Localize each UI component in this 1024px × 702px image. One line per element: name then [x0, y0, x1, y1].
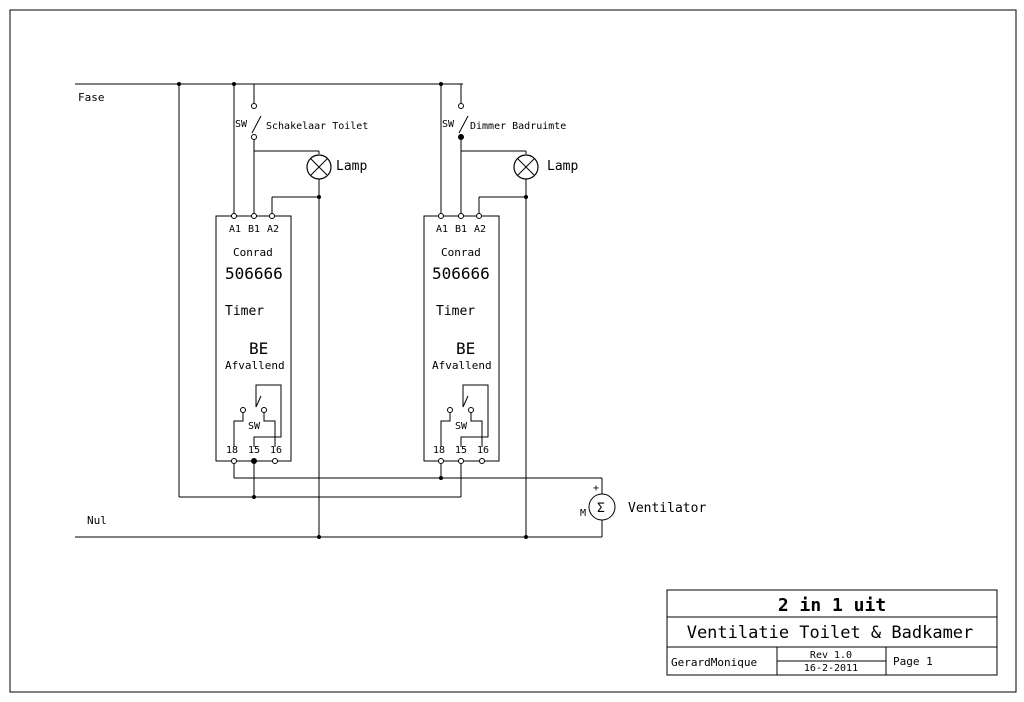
wire [460, 384, 489, 447]
lamp-icon [513, 154, 539, 180]
motor-plus: + [593, 483, 599, 494]
terminal-a2 [476, 213, 482, 219]
pin-label: 15 [455, 445, 467, 456]
pin-label: B1 [248, 224, 260, 235]
contact-blade [255, 395, 262, 408]
pin-label: A2 [474, 224, 486, 235]
timer-circuit-1: SW Schakelaar Toilet Lamp A1 B1 A2 Conra… [215, 84, 368, 537]
date: 16-2-2011 [804, 663, 858, 674]
timer-mode: BE [456, 339, 475, 358]
motor-letter: M [580, 508, 586, 519]
timer-type: Timer [225, 304, 264, 319]
terminal-16 [479, 458, 485, 464]
pin-label: B1 [455, 224, 467, 235]
terminal-b1 [458, 213, 464, 219]
switch-contact [458, 103, 464, 109]
motor-symbol: Σ [597, 501, 605, 516]
junction-dot [232, 82, 236, 86]
contact-blade [462, 395, 469, 408]
lamp-label-2: Lamp [547, 159, 578, 174]
timer-brand: Conrad [233, 246, 273, 259]
timer-part-number: 506666 [225, 264, 283, 283]
switch-contact [251, 134, 257, 140]
junction-dot [317, 535, 321, 539]
switch-code-1: SW [235, 119, 248, 130]
sheet-border [9, 9, 1017, 693]
switch-contact [458, 134, 464, 140]
pin-label: 18 [433, 445, 445, 456]
drawing-subtitle: Ventilatie Toilet & Badkamer [687, 623, 974, 643]
terminal-b1 [251, 213, 257, 219]
junction-dot [439, 82, 443, 86]
junction-dot [524, 535, 528, 539]
ventilator-motor: + Σ M Ventilator [580, 478, 706, 537]
junction-dot [177, 82, 181, 86]
wire [470, 413, 483, 447]
switch-code-2: SW [442, 119, 455, 130]
contact [468, 407, 474, 413]
author: GerardMonique [671, 656, 757, 669]
terminal-15 [458, 458, 464, 464]
contact-code: SW [248, 421, 261, 432]
terminal-a1 [438, 213, 444, 219]
pin-label: A2 [267, 224, 279, 235]
timer-mode-desc: Afvallend [225, 359, 285, 372]
title-block-frame [666, 589, 998, 676]
drawing-title: 2 in 1 uit [778, 595, 886, 616]
wire [440, 413, 451, 447]
timer-type: Timer [436, 304, 475, 319]
terminal-18 [231, 458, 237, 464]
title-block: 2 in 1 uit Ventilatie Toilet & Badkamer … [666, 589, 998, 676]
terminal-a2 [269, 213, 275, 219]
switch-blade [251, 115, 262, 134]
timer-brand: Conrad [441, 246, 481, 259]
switch-label-2: Dimmer Badruimte [470, 121, 566, 132]
wire [253, 384, 282, 447]
switch-contact [251, 103, 257, 109]
contact [261, 407, 267, 413]
lamp-icon [306, 154, 332, 180]
pin-label: A1 [229, 224, 241, 235]
revision: Rev 1.0 [810, 650, 852, 661]
junction-dot [439, 476, 443, 480]
pin-label: 16 [270, 445, 282, 456]
fan-label: Ventilator [628, 501, 706, 516]
page-number: Page 1 [893, 655, 933, 668]
terminal-a1 [231, 213, 237, 219]
timer-mode-desc: Afvallend [432, 359, 492, 372]
neutral-label: Nul [87, 514, 107, 527]
wire [263, 413, 276, 447]
pin-label: A1 [436, 224, 448, 235]
wire [233, 413, 244, 447]
contact [447, 407, 453, 413]
terminal-16 [272, 458, 278, 464]
terminal-15 [251, 458, 257, 464]
pin-label: 16 [477, 445, 489, 456]
pin-label: 15 [248, 445, 260, 456]
switch-label-1: Schakelaar Toilet [266, 121, 368, 132]
junction-dot [252, 495, 256, 499]
timer-circuit-2: SW Dimmer Badruimte Lamp A1 B1 A2 Conrad… [423, 84, 578, 537]
pin-label: 18 [226, 445, 238, 456]
timer-mode: BE [249, 339, 268, 358]
terminal-18 [438, 458, 444, 464]
lamp-label-1: Lamp [336, 159, 367, 174]
switch-blade [458, 115, 469, 134]
timer-part-number: 506666 [432, 264, 490, 283]
phase-label: Fase [78, 91, 105, 104]
contact [240, 407, 246, 413]
contact-code: SW [455, 421, 468, 432]
